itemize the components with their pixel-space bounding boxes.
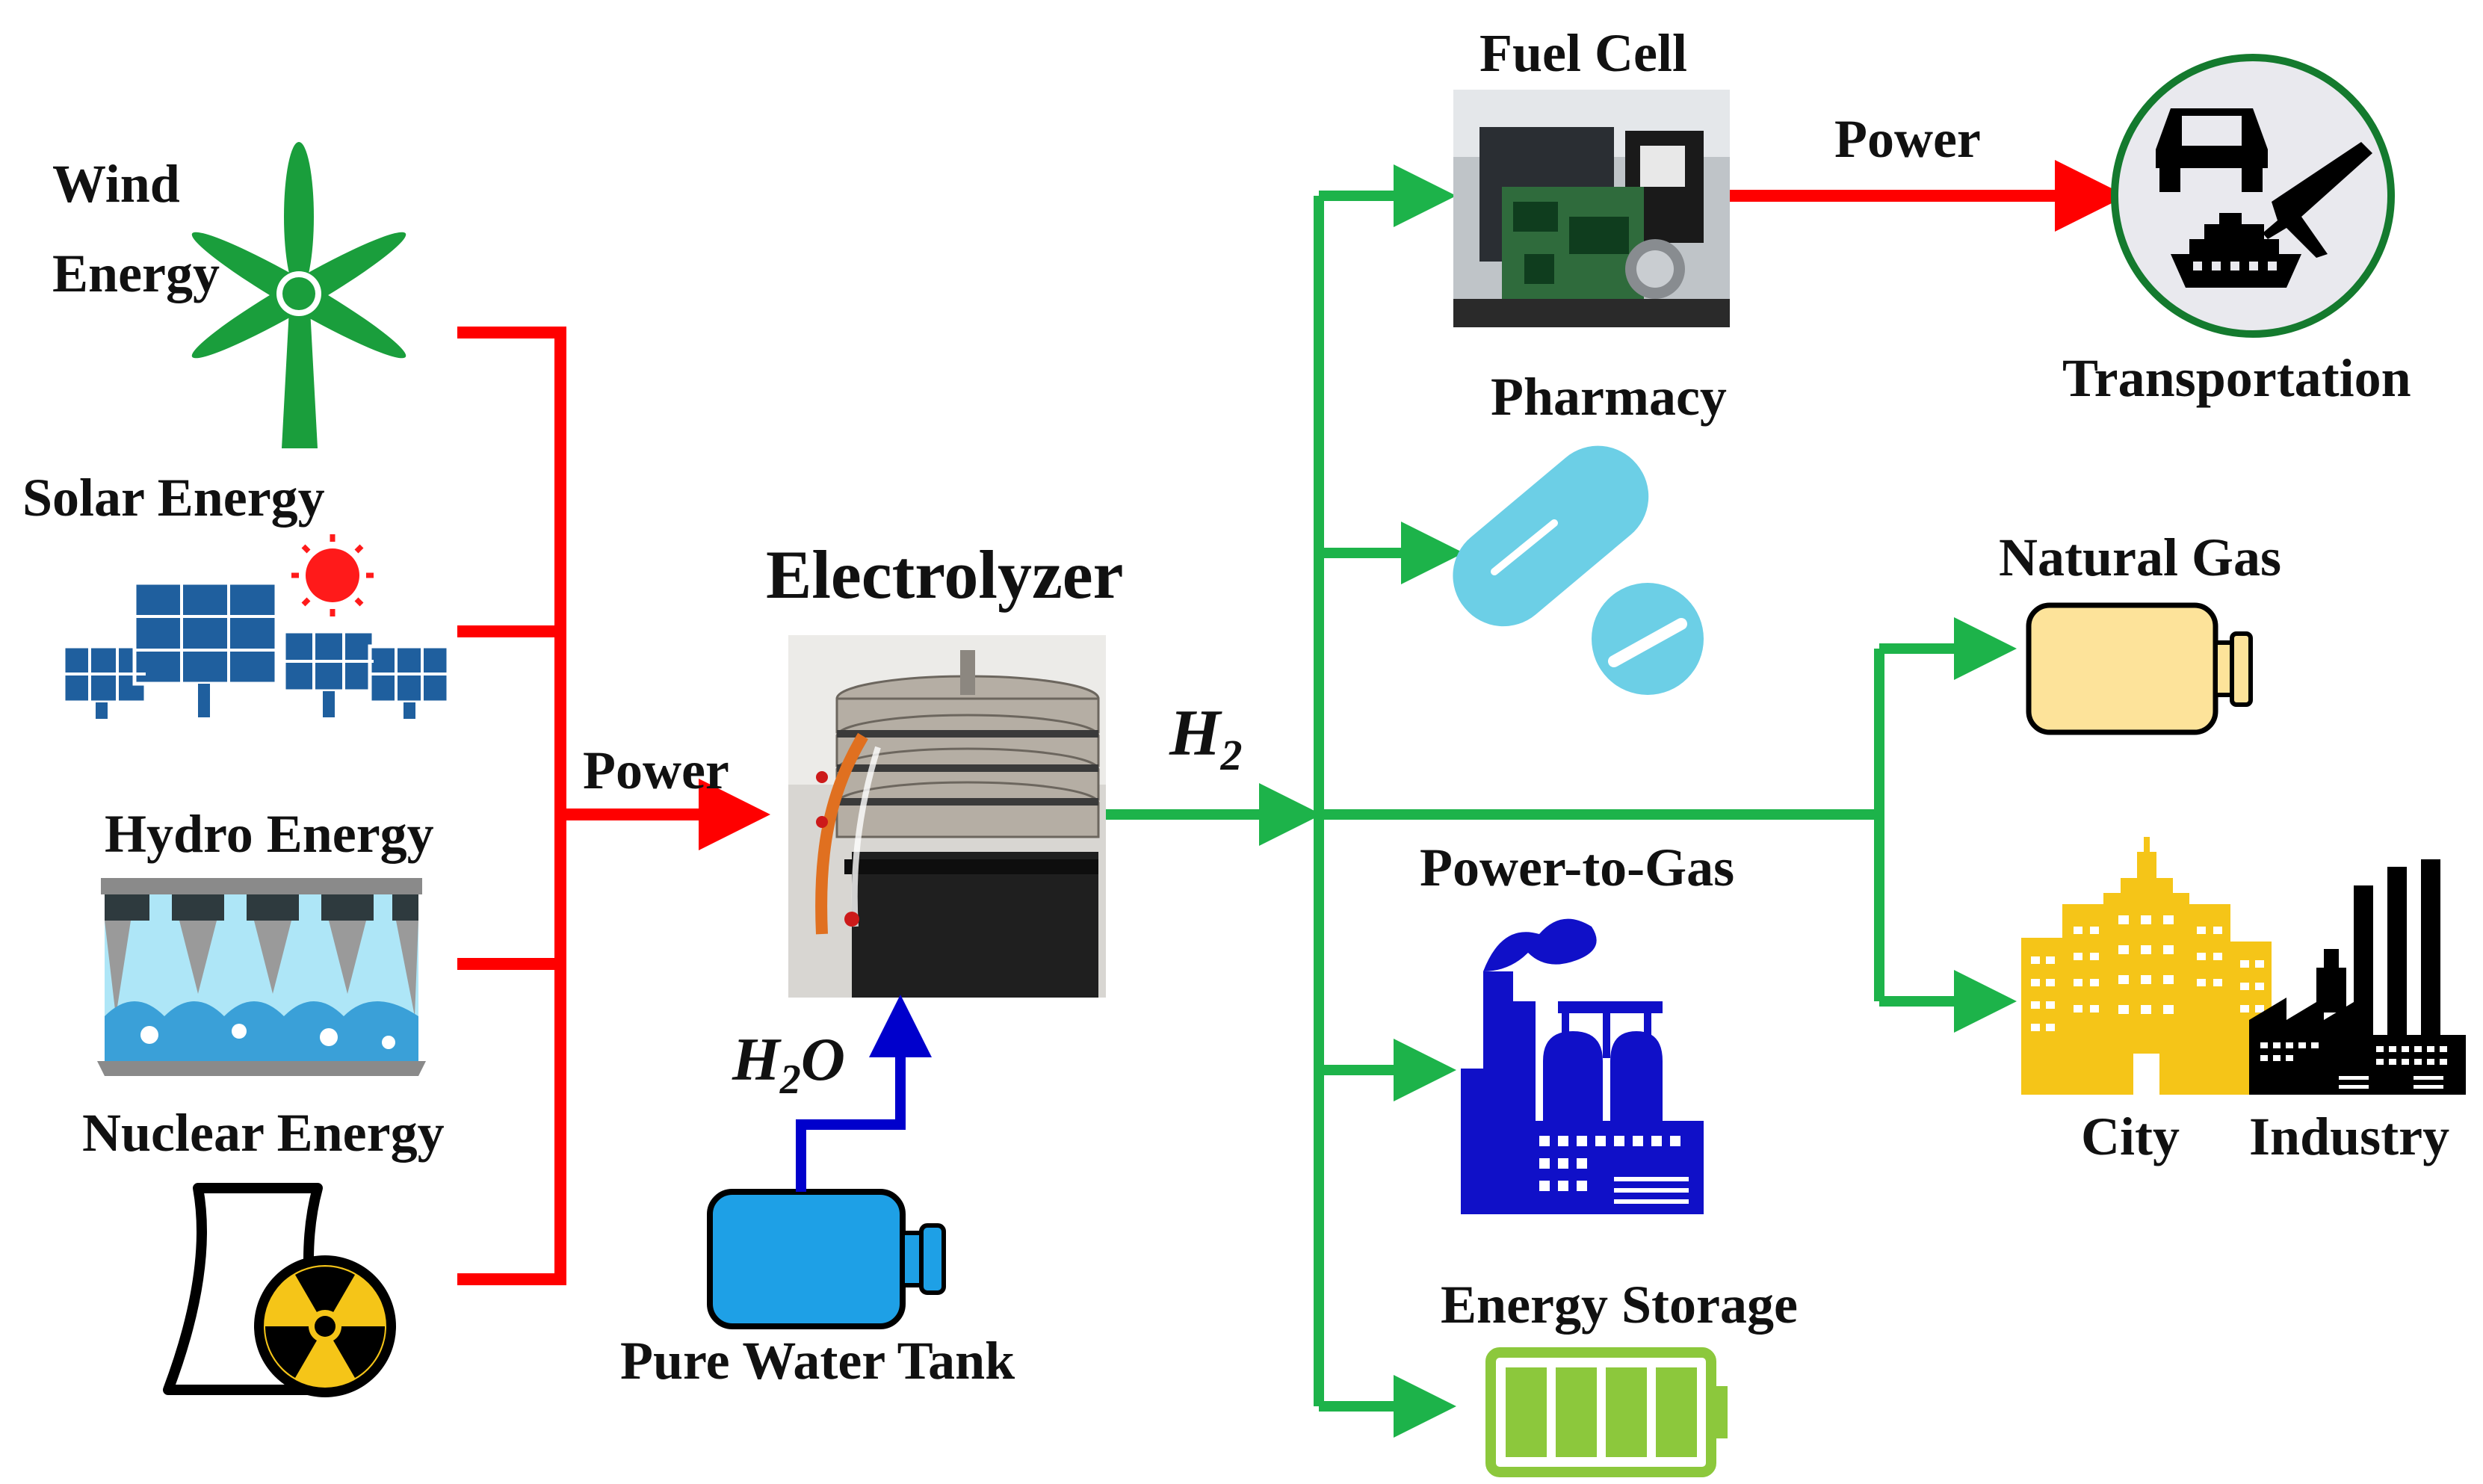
solar-panel-icon (61, 534, 451, 719)
water-arrow (796, 995, 932, 1192)
wind-turbine-icon (191, 142, 406, 448)
hydrogen-bus-lines (1314, 196, 1884, 1406)
gas-tank-icon (2026, 602, 2253, 735)
power-to-gas-label: Power-to-Gas (1420, 838, 1734, 897)
fuel-cell-photo (1453, 90, 1730, 327)
city-label: City (2081, 1107, 2180, 1166)
power-label-left: Power (583, 741, 729, 800)
city-windows (2031, 915, 2264, 1095)
h2o-label: H2O (732, 1025, 845, 1103)
pill-icon (1453, 445, 1704, 695)
vehicles-icon (2111, 54, 2395, 338)
water-tank-icon (707, 1189, 946, 1329)
industry-icon (2249, 859, 2466, 1095)
hydro-label: Hydro Energy (105, 804, 434, 864)
nuclear-plant-icon (163, 1183, 396, 1397)
wind-label-line2: Energy (52, 244, 220, 303)
power-bus-lines (457, 327, 566, 1285)
water-tank-label: Pure Water Tank (620, 1331, 1015, 1391)
hydrogen-branch-arrows (1319, 164, 2017, 1438)
natural-gas-label: Natural Gas (1999, 528, 2281, 587)
city-buildings-icon (2021, 837, 2272, 1095)
transportation-label: Transportation (2062, 348, 2411, 408)
industry-windows (2260, 1042, 2447, 1089)
hydro-dam-icon (97, 878, 426, 1076)
pharmacy-label: Pharmacy (1491, 367, 1727, 427)
h2-label: H2 (1169, 697, 1242, 779)
factory-windows (1539, 1136, 1689, 1204)
wind-label-line1: Wind (52, 154, 180, 214)
power-label-right: Power (1834, 109, 1981, 169)
industry-label: Industry (2249, 1107, 2449, 1166)
nuclear-label: Nuclear Energy (82, 1103, 445, 1163)
fuel-cell-label: Fuel Cell (1479, 23, 1687, 83)
solar-label: Solar Energy (22, 468, 325, 528)
electrolyzer-title: Electrolyzer (766, 537, 1123, 613)
energy-storage-label: Energy Storage (1441, 1275, 1798, 1335)
battery-icon (1485, 1347, 1728, 1477)
factory-icon (1461, 918, 1704, 1214)
electrolyzer-photo (788, 635, 1106, 998)
